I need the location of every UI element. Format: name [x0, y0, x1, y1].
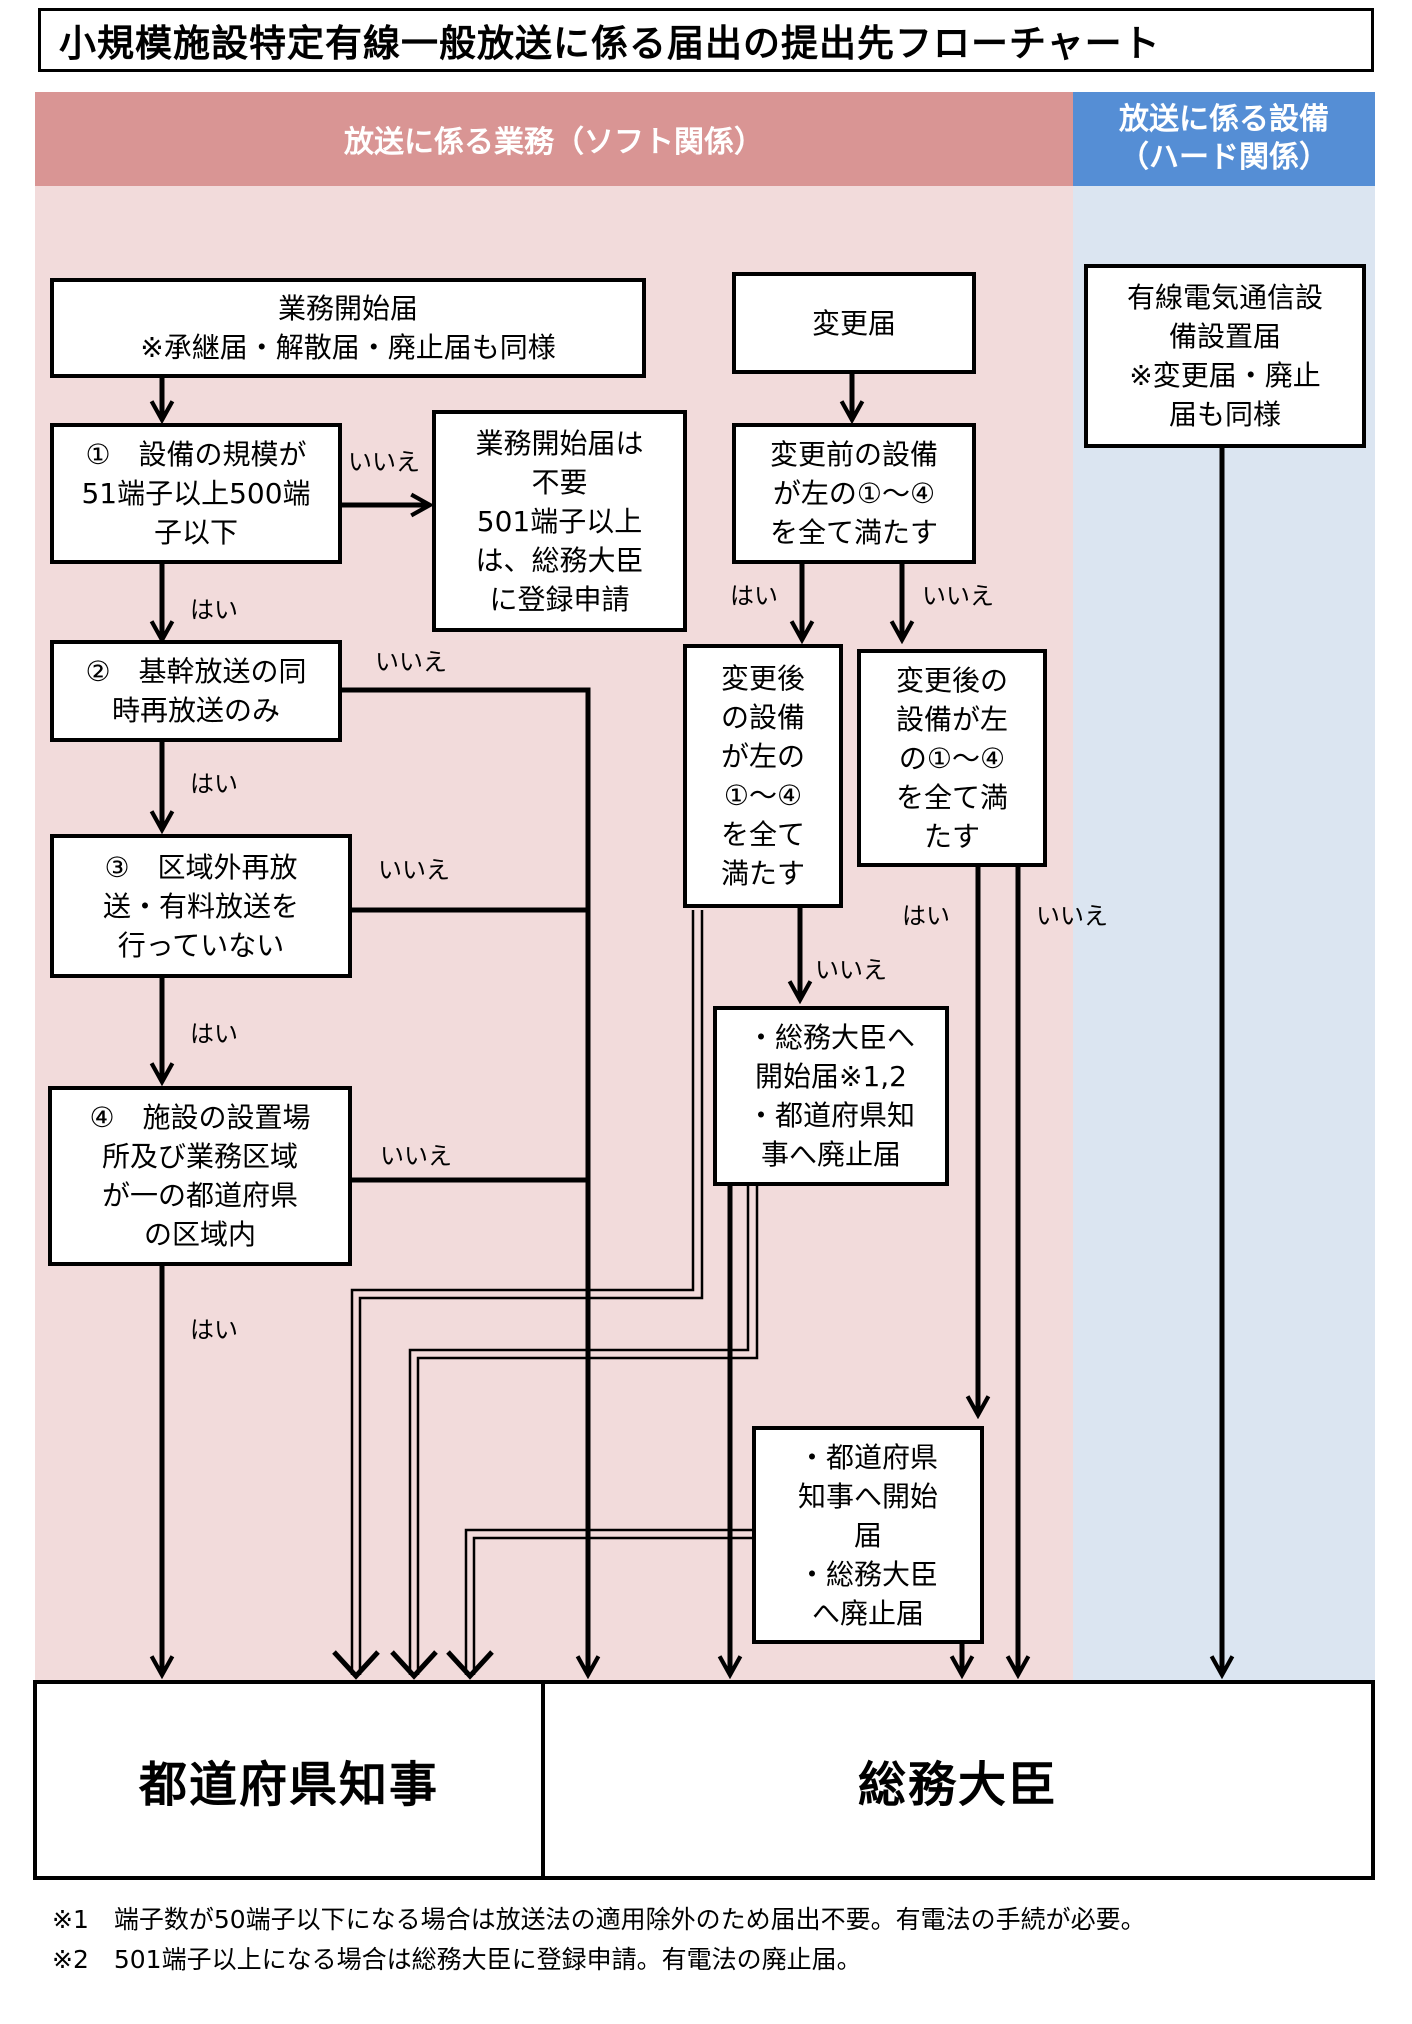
start-notice-line1: 業務開始届 [277, 292, 418, 325]
destination-prefectural-governor: 都道府県知事 [33, 1680, 545, 1880]
label-change-before-no: いいえ [922, 582, 994, 610]
hardware-band-header: 放送に係る設備 （ハード関係） [1073, 92, 1375, 186]
condition-4-line2: 所及び業務区域 [101, 1140, 298, 1173]
mic-start-line1: ・総務大臣へ [746, 1021, 915, 1054]
not-required-line3: 501端子以上 [476, 504, 643, 538]
mic-start-line2: 開始届※1,2 [755, 1060, 907, 1093]
hardware-band-header-line1: 放送に係る設備 [1119, 102, 1329, 137]
change-before-box: 変更前の設備 が左の①～④ を全て満たす [732, 423, 976, 564]
condition-4-box: ④ 施設の設置場 所及び業務区域 が一の都道府県 の区域内 [48, 1086, 352, 1266]
wired-line3: ※変更届・廃止 [1129, 359, 1321, 392]
arrowhead-prefecture-2 [390, 1650, 438, 1680]
arrowhead-prefecture-3 [446, 1650, 494, 1680]
double-line-after-yes-to-prefecture-b [358, 910, 704, 1675]
mic-start-line3: ・都道府県知 [746, 1099, 915, 1132]
condition-1-line1: ① 設備の規模が [85, 438, 307, 471]
condition-2-line1: ② 基幹放送の同 [85, 655, 307, 688]
change-notice-line1: 変更届 [811, 306, 896, 340]
condition-1-line2: 51端子以上500端 [81, 477, 311, 510]
double-line-mic-start-to-prefecture-a [408, 1180, 750, 1675]
start-notice-line2: ※承継届・解散届・廃止届も同様 [140, 331, 556, 364]
label-q1-no: いいえ [348, 448, 420, 476]
label-q1-yes: はい [190, 596, 238, 624]
pref-start-line2: 知事へ開始 [797, 1479, 938, 1513]
change-after-b-line5: たす [923, 819, 980, 853]
arrowhead-prefecture-1 [332, 1650, 380, 1680]
change-before-line2: が左の①～④ [772, 477, 936, 510]
change-after-b-line3: の①～④ [898, 741, 1006, 775]
label-q4-no: いいえ [380, 1142, 452, 1170]
change-after-b-line2: 設備が左 [895, 702, 1008, 736]
page-title: 小規模施設特定有線一般放送に係る届出の提出先フローチャート [38, 8, 1374, 72]
condition-1-box: ① 設備の規模が 51端子以上500端 子以下 [50, 423, 342, 564]
double-line-after-yes-to-prefecture-a [350, 910, 695, 1675]
double-line-pref-start-to-prefecture-a [464, 1528, 752, 1675]
label-q4-yes: はい [190, 1316, 238, 1344]
label-q2-yes: はい [190, 770, 238, 798]
change-after-b-line4: を全て満 [895, 780, 1008, 814]
change-after-a-line2: の設備 [720, 701, 805, 734]
prefecture-start-notice-box: ・都道府県 知事へ開始 届 ・総務大臣 へ廃止届 [752, 1426, 984, 1644]
label-change-before-yes: はい [730, 582, 778, 610]
condition-4-line3: が一の都道府県 [101, 1179, 298, 1212]
condition-1-line3: 子以下 [153, 516, 238, 549]
arrow-q2-q3-q4-no-to-mic [338, 687, 588, 1675]
wired-telecom-notice-box: 有線電気通信設 備設置届 ※変更届・廃止 届も同様 [1084, 264, 1366, 448]
change-after-no-branch-box: 変更後の 設備が左 の①～④ を全て満 たす [857, 649, 1047, 867]
condition-3-line1: ③ 区域外再放 [104, 850, 298, 884]
label-after-no-yes: はい [902, 902, 950, 930]
change-after-b-line1: 変更後の [895, 663, 1008, 697]
change-notice-box: 変更届 [732, 272, 976, 374]
label-q3-no: いいえ [378, 856, 450, 884]
footnote-1: ※1 端子数が50端子以下になる場合は放送法の適用除外のため届出不要。有電法の手… [52, 1905, 1146, 1934]
label-after-no-no: いいえ [1036, 902, 1108, 930]
wired-line1: 有線電気通信設 [1126, 281, 1323, 314]
change-after-a-line5: を全て [720, 818, 805, 851]
mic-start-line4: 事へ廃止届 [760, 1138, 901, 1171]
label-q2-no: いいえ [375, 648, 447, 676]
change-after-a-line3: が左の [720, 740, 805, 773]
footnote-2: ※2 501端子以上になる場合は総務大臣に登録申請。有電法の廃止届。 [52, 1945, 862, 1974]
not-required-box: 業務開始届は 不要 501端子以上 は、総務大臣 に登録申請 [432, 410, 687, 632]
start-notice-box: 業務開始届 ※承継届・解散届・廃止届も同様 [50, 278, 646, 378]
condition-2-box: ② 基幹放送の同 時再放送のみ [50, 640, 342, 742]
pref-start-line3: 届 [853, 1518, 882, 1552]
condition-2-line2: 時再放送のみ [111, 694, 280, 727]
destination-mic-minister: 総務大臣 [541, 1680, 1375, 1880]
pref-start-line1: ・都道府県 [797, 1440, 938, 1474]
condition-3-box: ③ 区域外再放 送・有料放送を 行っていない [50, 834, 352, 978]
condition-4-line1: ④ 施設の設置場 [89, 1101, 311, 1134]
change-before-line1: 変更前の設備 [769, 438, 938, 471]
change-before-line3: を全て満たす [769, 516, 938, 549]
wired-line2: 備設置届 [1168, 320, 1281, 353]
condition-3-line2: 送・有料放送を [102, 889, 299, 923]
change-after-a-line4: ①～④ [723, 779, 803, 812]
label-after-yes-no: いいえ [815, 956, 887, 984]
software-band-header: 放送に係る業務（ソフト関係） [35, 92, 1073, 186]
not-required-line2: 不要 [531, 465, 588, 499]
pref-start-line5: へ廃止届 [811, 1596, 924, 1630]
condition-3-line3: 行っていない [117, 928, 285, 962]
wired-line4: 届も同様 [1168, 398, 1281, 431]
not-required-line4: は、総務大臣 [475, 543, 644, 577]
double-line-pref-start-to-prefecture-b [472, 1536, 752, 1675]
label-q3-yes: はい [190, 1020, 238, 1048]
change-after-yes-branch-box: 変更後 の設備 が左の ①～④ を全て 満たす [683, 644, 843, 908]
hardware-band-header-line2: （ハード関係） [1119, 140, 1329, 175]
condition-4-line4: の区域内 [143, 1218, 256, 1251]
mic-start-notice-box: ・総務大臣へ 開始届※1,2 ・都道府県知 事へ廃止届 [713, 1006, 949, 1186]
pref-start-line4: ・総務大臣 [797, 1557, 938, 1591]
not-required-line5: に登録申請 [489, 582, 630, 616]
double-line-mic-start-to-prefecture-b [416, 1180, 759, 1675]
change-after-a-line6: 満たす [720, 857, 805, 890]
change-after-a-line1: 変更後 [720, 662, 805, 695]
not-required-line1: 業務開始届は [475, 426, 644, 460]
